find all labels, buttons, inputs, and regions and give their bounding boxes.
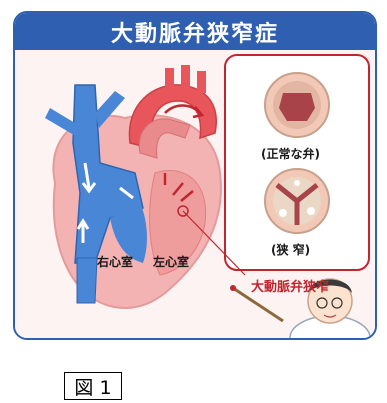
figure-label: 図 1	[64, 372, 122, 400]
aortic-branch	[165, 68, 174, 90]
normal-valve-image	[265, 73, 329, 137]
aortic-branch	[181, 65, 190, 89]
stenosis-valve-image	[265, 169, 329, 233]
label-right-ventricle: 右心室	[97, 253, 133, 270]
aortic-branch	[197, 71, 206, 93]
label-callout: 大動脈弁狭窄	[251, 276, 329, 295]
label-normal-valve: (正常な弁)	[261, 145, 320, 162]
inferior-vena-cava	[77, 258, 97, 303]
label-stenosis: (狭 窄)	[271, 241, 310, 258]
label-left-ventricle: 左心室	[153, 253, 189, 270]
illustration-card: 大動脈弁狭窄症	[13, 11, 377, 340]
